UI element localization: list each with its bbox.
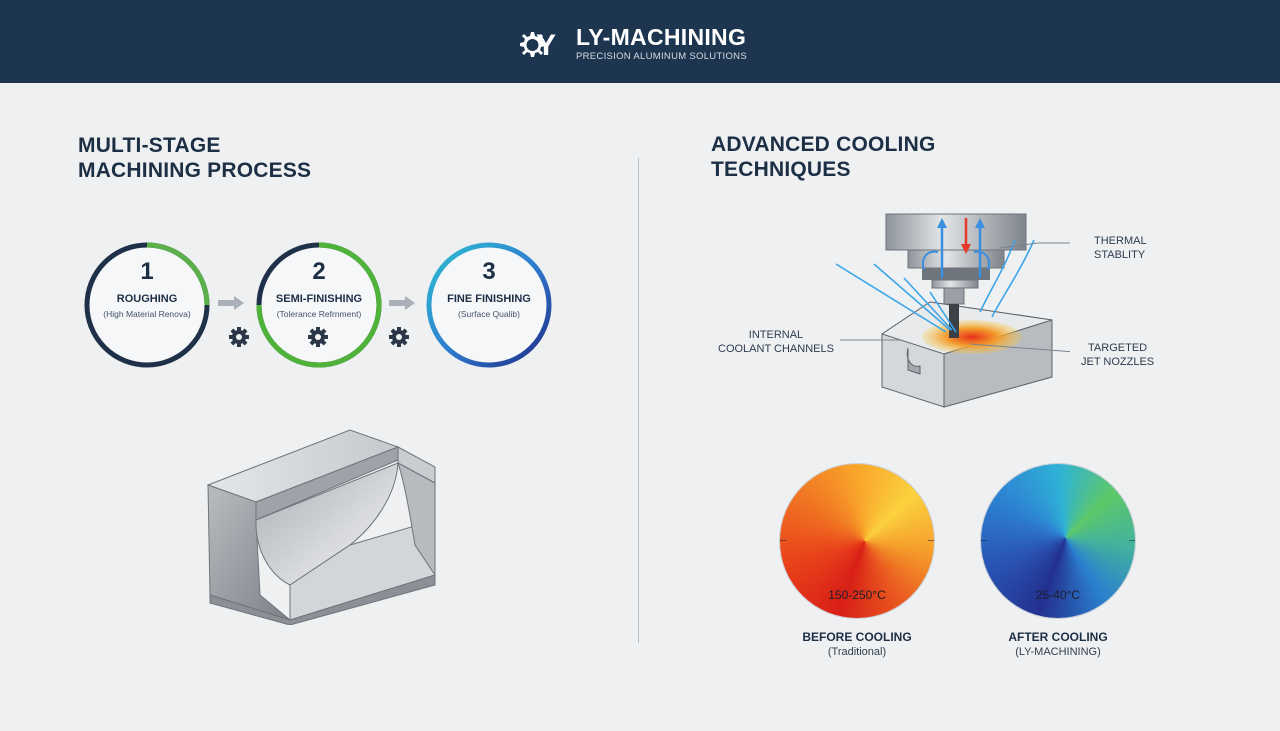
thermal-label-line1: THERMAL [1094,235,1147,247]
stage-number: 2 [312,258,326,285]
thermal-stability-label: THERMAL STABLITY [1094,234,1147,262]
stage-roughing: 1 ROUGHING (High Material Renova) [83,241,211,369]
svg-text:Y: Y [536,29,556,62]
before-cooling-heatmap: 150-250°C [780,464,934,618]
stage-name: SEMI-FINISHING [275,293,363,305]
stage-description: (Tolerance Refrnment) [276,309,362,319]
stage-semi-finishing: 2 SEMI-FINISHING (Tolerance Refrnment) [255,241,383,369]
after-temp-value: 25-40°C [1035,588,1081,602]
gear-logo-icon: Y [520,29,556,62]
gear-icon [308,327,328,347]
stage-ring [256,242,382,368]
before-cooling-label: BEFORE COOLING [802,630,912,644]
process-title: MULTI-STAGE MACHINING PROCESS [78,133,311,183]
jet-label-line2: JET NOZZLES [1081,356,1155,368]
section-divider [638,158,639,643]
process-title-line1: MULTI-STAGE [78,134,221,157]
cooling-title-line1: ADVANCED COOLING [711,133,936,156]
cooling-diagram [835,213,1070,408]
stage-number: 1 [140,258,154,285]
gear-icon [389,327,409,347]
cooling-title: ADVANCED COOLING TECHNIQUES [711,132,935,182]
stage-name: FINE FINISHING [447,293,531,305]
brand-tagline: PRECISION ALUMINUM SOLUTIONS [576,51,747,62]
internal-label-line2: COOLANT CHANNELS [718,343,834,355]
stage-description: (High Material Renova) [103,309,191,319]
internal-label-line1: INTERNAL [748,329,804,341]
stage-ring [84,242,210,368]
arrow-right-icon [389,296,415,310]
gear-icon [229,327,249,347]
internal-coolant-label: INTERNAL COOLANT CHANNELS [718,328,834,356]
stage-fine-finishing: 3 FINE FINISHING (Surface Qualib) [425,241,553,369]
stage-ring [426,242,552,368]
process-title-line2: MACHINING PROCESS [78,159,312,182]
stage-number: 3 [482,258,496,285]
stage-name: ROUGHING [116,293,178,305]
after-cooling-sub: (LY-MACHINING) [1015,646,1101,658]
arrow-right-icon [218,296,244,310]
after-cooling-heatmap: 25-40°C [981,464,1135,618]
jet-label-line1: TARGETED [1088,342,1148,354]
thermal-label-line2: STABLITY [1094,249,1146,261]
brand-name: LY-MACHINING [576,24,747,50]
stage-description: (Surface Qualib) [458,309,520,319]
machined-part-illustration [206,429,436,625]
before-temp-value: 150-250°C [828,588,886,602]
cooling-title-line2: TECHNIQUES [711,158,851,181]
before-cooling-sub: (Traditional) [827,646,887,658]
header-bar: Y LY-MACHINING PRECISION ALUMINUM SOLUTI… [0,0,1280,83]
jet-nozzles-label: TARGETED JET NOZZLES [1081,341,1154,369]
after-cooling-label: AFTER COOLING [1008,630,1108,644]
